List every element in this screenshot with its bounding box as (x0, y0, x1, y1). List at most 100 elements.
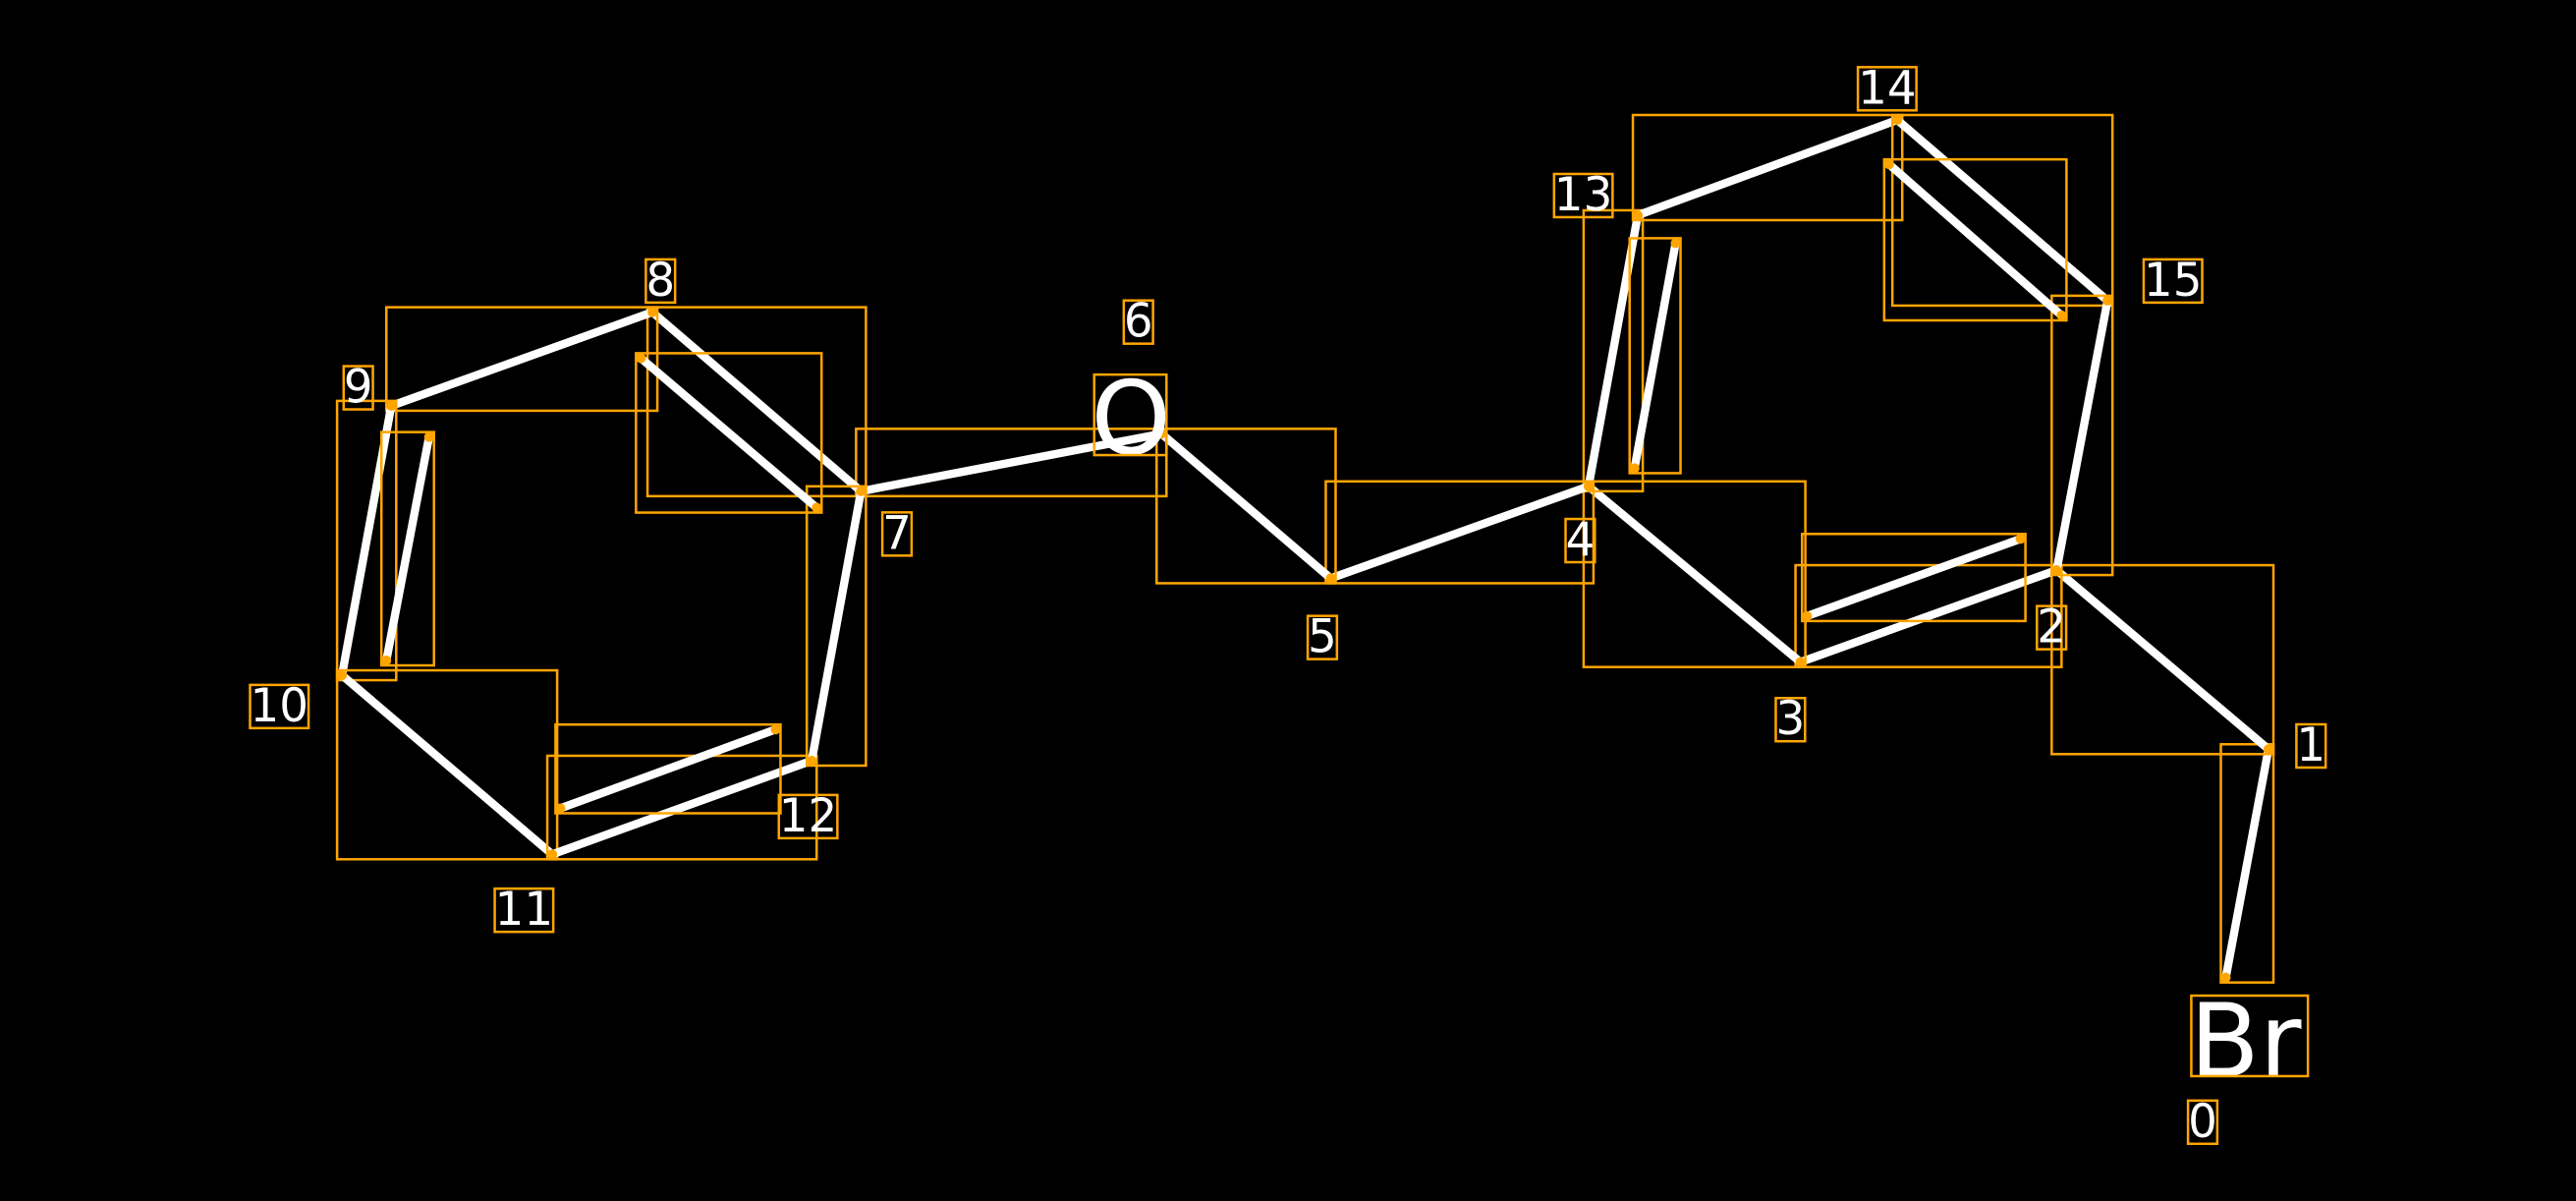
bond-9-10 (337, 401, 396, 680)
bond-11-12 (547, 756, 816, 859)
double-bond-inner-line-0-box (1800, 533, 2027, 623)
bond-14-15-box (1890, 113, 2114, 308)
bond-endpoint (770, 724, 781, 735)
atom-index-box (2036, 604, 2068, 651)
bond-endpoint (1156, 429, 1167, 439)
bond-15-2 (2052, 296, 2112, 575)
bond-7-8 (647, 308, 866, 496)
bond-1-2 (2052, 565, 2273, 754)
bond-endpoint (386, 400, 397, 411)
bond-endpoint (2056, 310, 2067, 320)
double-bond-inner-line-2 (1884, 159, 2066, 320)
labels-layer: Br O (1091, 360, 2310, 1101)
atom-label-o-box (1092, 372, 1168, 457)
bond-endpoint (2102, 295, 2113, 306)
bond-9-10-box (335, 399, 398, 682)
bond-6-7-box (855, 428, 1168, 498)
atom-index-2: 2 (2037, 601, 2066, 655)
bond-endpoint (1583, 481, 1594, 491)
bond-13-14 (1633, 115, 1902, 220)
bond-endpoint (381, 656, 392, 666)
double-bond-inner-line-3-box (635, 352, 823, 514)
bond-6-7 (857, 429, 1166, 496)
bond-5-6-box (1155, 428, 1337, 585)
bond-endpoint (1883, 159, 1894, 170)
atom-index-box (777, 793, 839, 840)
bond-12-7-box (805, 485, 868, 768)
bond-endpoint (1802, 610, 1813, 621)
atom-index-box (1122, 299, 1154, 345)
bond-2-3 (1796, 565, 2061, 666)
atom-index-15: 15 (2144, 255, 2203, 308)
bond-4-5 (1326, 482, 1594, 583)
bond-endpoint (812, 502, 822, 513)
bond-3-4 (1584, 482, 1805, 666)
atom-index-box (880, 511, 914, 557)
atom-index-box (1856, 66, 1918, 112)
bond-endpoint (1629, 463, 1640, 474)
bond-0-1 (2221, 745, 2273, 982)
bond-endpoint (337, 670, 348, 681)
atom-index-13: 13 (1554, 169, 1613, 222)
bond-14-15 (1893, 115, 2112, 306)
atom-index-10: 10 (250, 680, 308, 733)
bond-1-2-box (2050, 563, 2275, 756)
bond-endpoint (2015, 534, 2026, 544)
double-bond-inner-line-5 (556, 725, 780, 813)
atom-index-box (2142, 257, 2204, 305)
double-bond-inner-line-1-box (1628, 237, 1682, 475)
bond-endpoint (636, 353, 646, 364)
bond-3-4-box (1582, 480, 1807, 668)
bond-10-11 (337, 670, 557, 859)
atom-index-3: 3 (1775, 693, 1805, 746)
bond-endpoint (2051, 565, 2062, 576)
bond-endpoint (2263, 744, 2274, 755)
bond-endpoint (547, 849, 558, 860)
bond-endpoint (2220, 972, 2231, 983)
bond-0-1-box (2219, 743, 2275, 984)
atom-index-box (1774, 697, 1807, 743)
double-bond-inner-line-4 (382, 432, 433, 665)
bond-15-2-box (2050, 294, 2114, 577)
atom-index-14: 14 (1858, 62, 1917, 115)
bond-endpoint (1892, 115, 1903, 126)
bond-8-9 (387, 308, 657, 411)
bond-7-8-box (645, 306, 868, 498)
bond-2-3-box (1794, 563, 2063, 668)
atom-index-12: 12 (779, 790, 838, 843)
atom-index-box (644, 257, 677, 305)
bond-endpoint (856, 486, 867, 496)
bond-11-12-box (545, 754, 818, 861)
bond-endpoint (1325, 573, 1336, 584)
bond-5-6 (1157, 429, 1335, 583)
atom-index-box (1552, 172, 1614, 219)
atom-index-6: 6 (1124, 296, 1153, 349)
atom-index-0: 0 (2188, 1096, 2217, 1149)
atom-index-box (2295, 722, 2327, 770)
atom-index-box (2186, 1099, 2219, 1146)
bond-endpoint (1633, 209, 1644, 221)
double-bond-inner-line-1 (1630, 239, 1680, 473)
atom-index-box (249, 683, 310, 730)
atom-index-5: 5 (1308, 611, 1337, 664)
atom-index-7: 7 (882, 507, 912, 560)
atom-label-br-box (2190, 994, 2310, 1078)
bonds-layer (335, 113, 2275, 984)
bond-4-5-box (1324, 480, 1596, 585)
bond-endpoint (423, 431, 434, 442)
atom-index-box (1306, 614, 1339, 660)
atom-index-11: 11 (495, 884, 554, 937)
bond-endpoint (555, 803, 566, 814)
atom-index-4: 4 (1566, 514, 1596, 567)
double-bond-inner-line-4-box (379, 430, 435, 667)
atom-index-box (493, 886, 555, 934)
bond-endpoint (1670, 238, 1681, 249)
atom-label-o: O (1091, 360, 1171, 478)
bond-13-14-box (1631, 113, 1904, 222)
double-bond-inner-line-2-box (1882, 157, 2068, 322)
atom-index-8: 8 (645, 255, 675, 308)
atom-index-9: 9 (344, 362, 373, 415)
bond-8-9-box (384, 306, 659, 413)
